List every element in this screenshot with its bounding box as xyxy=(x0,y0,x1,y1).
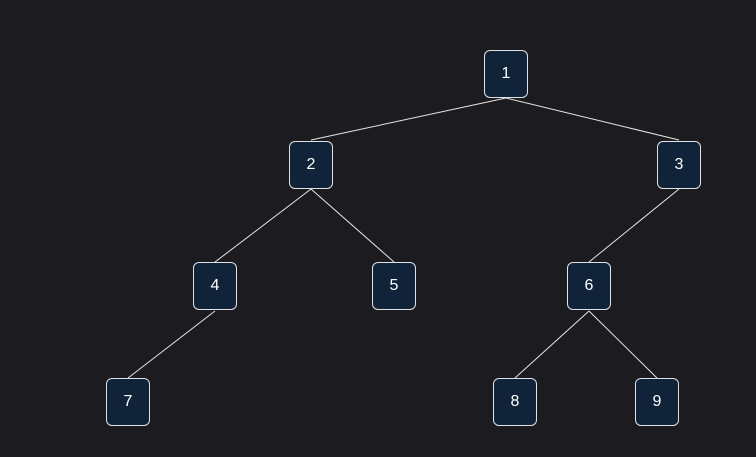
tree-node-1: 1 xyxy=(484,50,528,98)
tree-node-3: 3 xyxy=(657,141,701,189)
tree-node-8: 8 xyxy=(493,378,537,426)
tree-node-7: 7 xyxy=(106,378,150,426)
edge-1-2 xyxy=(310,97,507,141)
edge-2-5 xyxy=(310,188,395,263)
tree-node-4: 4 xyxy=(193,262,237,310)
edge-1-3 xyxy=(505,97,680,141)
edge-6-9 xyxy=(588,310,658,379)
tree-node-9: 9 xyxy=(635,378,679,426)
tree-node-6: 6 xyxy=(567,262,611,310)
edge-6-8 xyxy=(514,310,590,379)
edge-4-7 xyxy=(127,310,216,379)
tree-node-2: 2 xyxy=(289,141,333,189)
edge-2-4 xyxy=(214,188,312,263)
tree-node-5: 5 xyxy=(372,262,416,310)
edge-3-6 xyxy=(588,188,680,263)
